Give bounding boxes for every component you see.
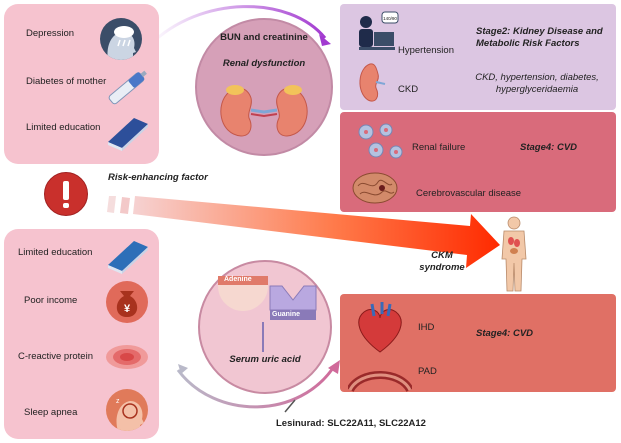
kidneys-icon (220, 85, 308, 137)
factor-label-c-reactive-protein: C-reactive protein (18, 351, 93, 362)
kidney-icon (359, 63, 386, 102)
stage4-bottom-panel: IHD Stage4: CVD PAD (340, 294, 616, 392)
renal-title: BUN and creatinine (220, 32, 308, 43)
stage4-top-panel: Renal failure Stage4: CVD Cerebrovascula… (340, 112, 616, 212)
renal-subtitle: Renal dysfunction (222, 58, 306, 69)
factor-label-poor-income: Poor income (24, 295, 78, 306)
bottom-left-factors-panel: Limited education Poor income C-reactive… (4, 229, 159, 439)
guanine-label: Guanine (272, 311, 301, 318)
person-at-computer-icon: 140/90 (359, 11, 399, 50)
stage4-top-label-renal-failure: Renal failure (412, 142, 466, 153)
renal-dysfunction-circle: BUN and creatinine Renal dysfunction (195, 18, 333, 156)
stage2-label-ckd: CKD (398, 84, 419, 95)
uric-acid-label: Serum uric acid (229, 354, 301, 365)
human-body-icon (501, 216, 527, 292)
brain-icon (352, 172, 398, 204)
vessel-icon (348, 371, 412, 392)
heart-icon (358, 302, 402, 353)
inflammation-icon (106, 345, 148, 369)
stage4-top-label-cerebrovascular: Cerebrovascular disease (416, 188, 522, 199)
insulin-pen-icon (108, 70, 147, 105)
factor-label-limited-education-bottom: Limited education (18, 247, 93, 258)
exclamation-icon (44, 172, 88, 216)
svg-text:z: z (116, 398, 120, 405)
cells-icon (358, 123, 403, 159)
sleeping-head-icon: z (106, 389, 148, 431)
book-icon (108, 118, 148, 151)
factor-label-limited-education-top: Limited education (26, 122, 101, 133)
stage4-top-title: Stage4: CVD (520, 142, 578, 153)
big-arrow (133, 196, 500, 268)
head-storm-cloud-icon (100, 18, 142, 60)
book-icon (108, 241, 148, 274)
stage2-title: Stage2: Kidney Disease and Metabolic Ris… (476, 26, 603, 49)
yen-glyph: ¥ (124, 303, 131, 315)
bp-readout: 140/90 (383, 16, 397, 21)
guanine-shape (269, 285, 317, 320)
drug-label: Lesinurad: SLC22A11, SLC22A12 (276, 418, 426, 429)
stage4-bottom-label-ihd: IHD (418, 322, 435, 333)
factor-label-diabetes-mother: Diabetes of mother (26, 76, 107, 87)
adenine-label: Adenine (224, 276, 252, 283)
money-bag-icon: ¥ (106, 281, 148, 323)
top-left-factors-panel: Depression Diabetes of mother Limited ed… (4, 4, 159, 164)
stage4-bottom-title: Stage4: CVD (476, 328, 534, 339)
inhibitor-mark-icon (284, 399, 296, 413)
risk-enhancing-label: Risk-enhancing factor (108, 172, 208, 183)
uric-acid-circle: Adenine Guanine Serum uric acid (198, 260, 332, 394)
stage2-panel: Stage2: Kidney Disease and Metabolic Ris… (340, 4, 616, 110)
stage2-description: CKD, hypertension, diabetes, hyperglycer… (475, 72, 599, 95)
factor-label-sleep-apnea: Sleep apnea (24, 407, 78, 418)
ckm-label: CKM syndrome (419, 250, 465, 273)
factor-label-depression: Depression (26, 28, 75, 39)
stage4-bottom-label-pad: PAD (418, 366, 437, 377)
bond-line (262, 322, 264, 352)
stage2-label-hypertension: Hypertension (398, 45, 454, 56)
